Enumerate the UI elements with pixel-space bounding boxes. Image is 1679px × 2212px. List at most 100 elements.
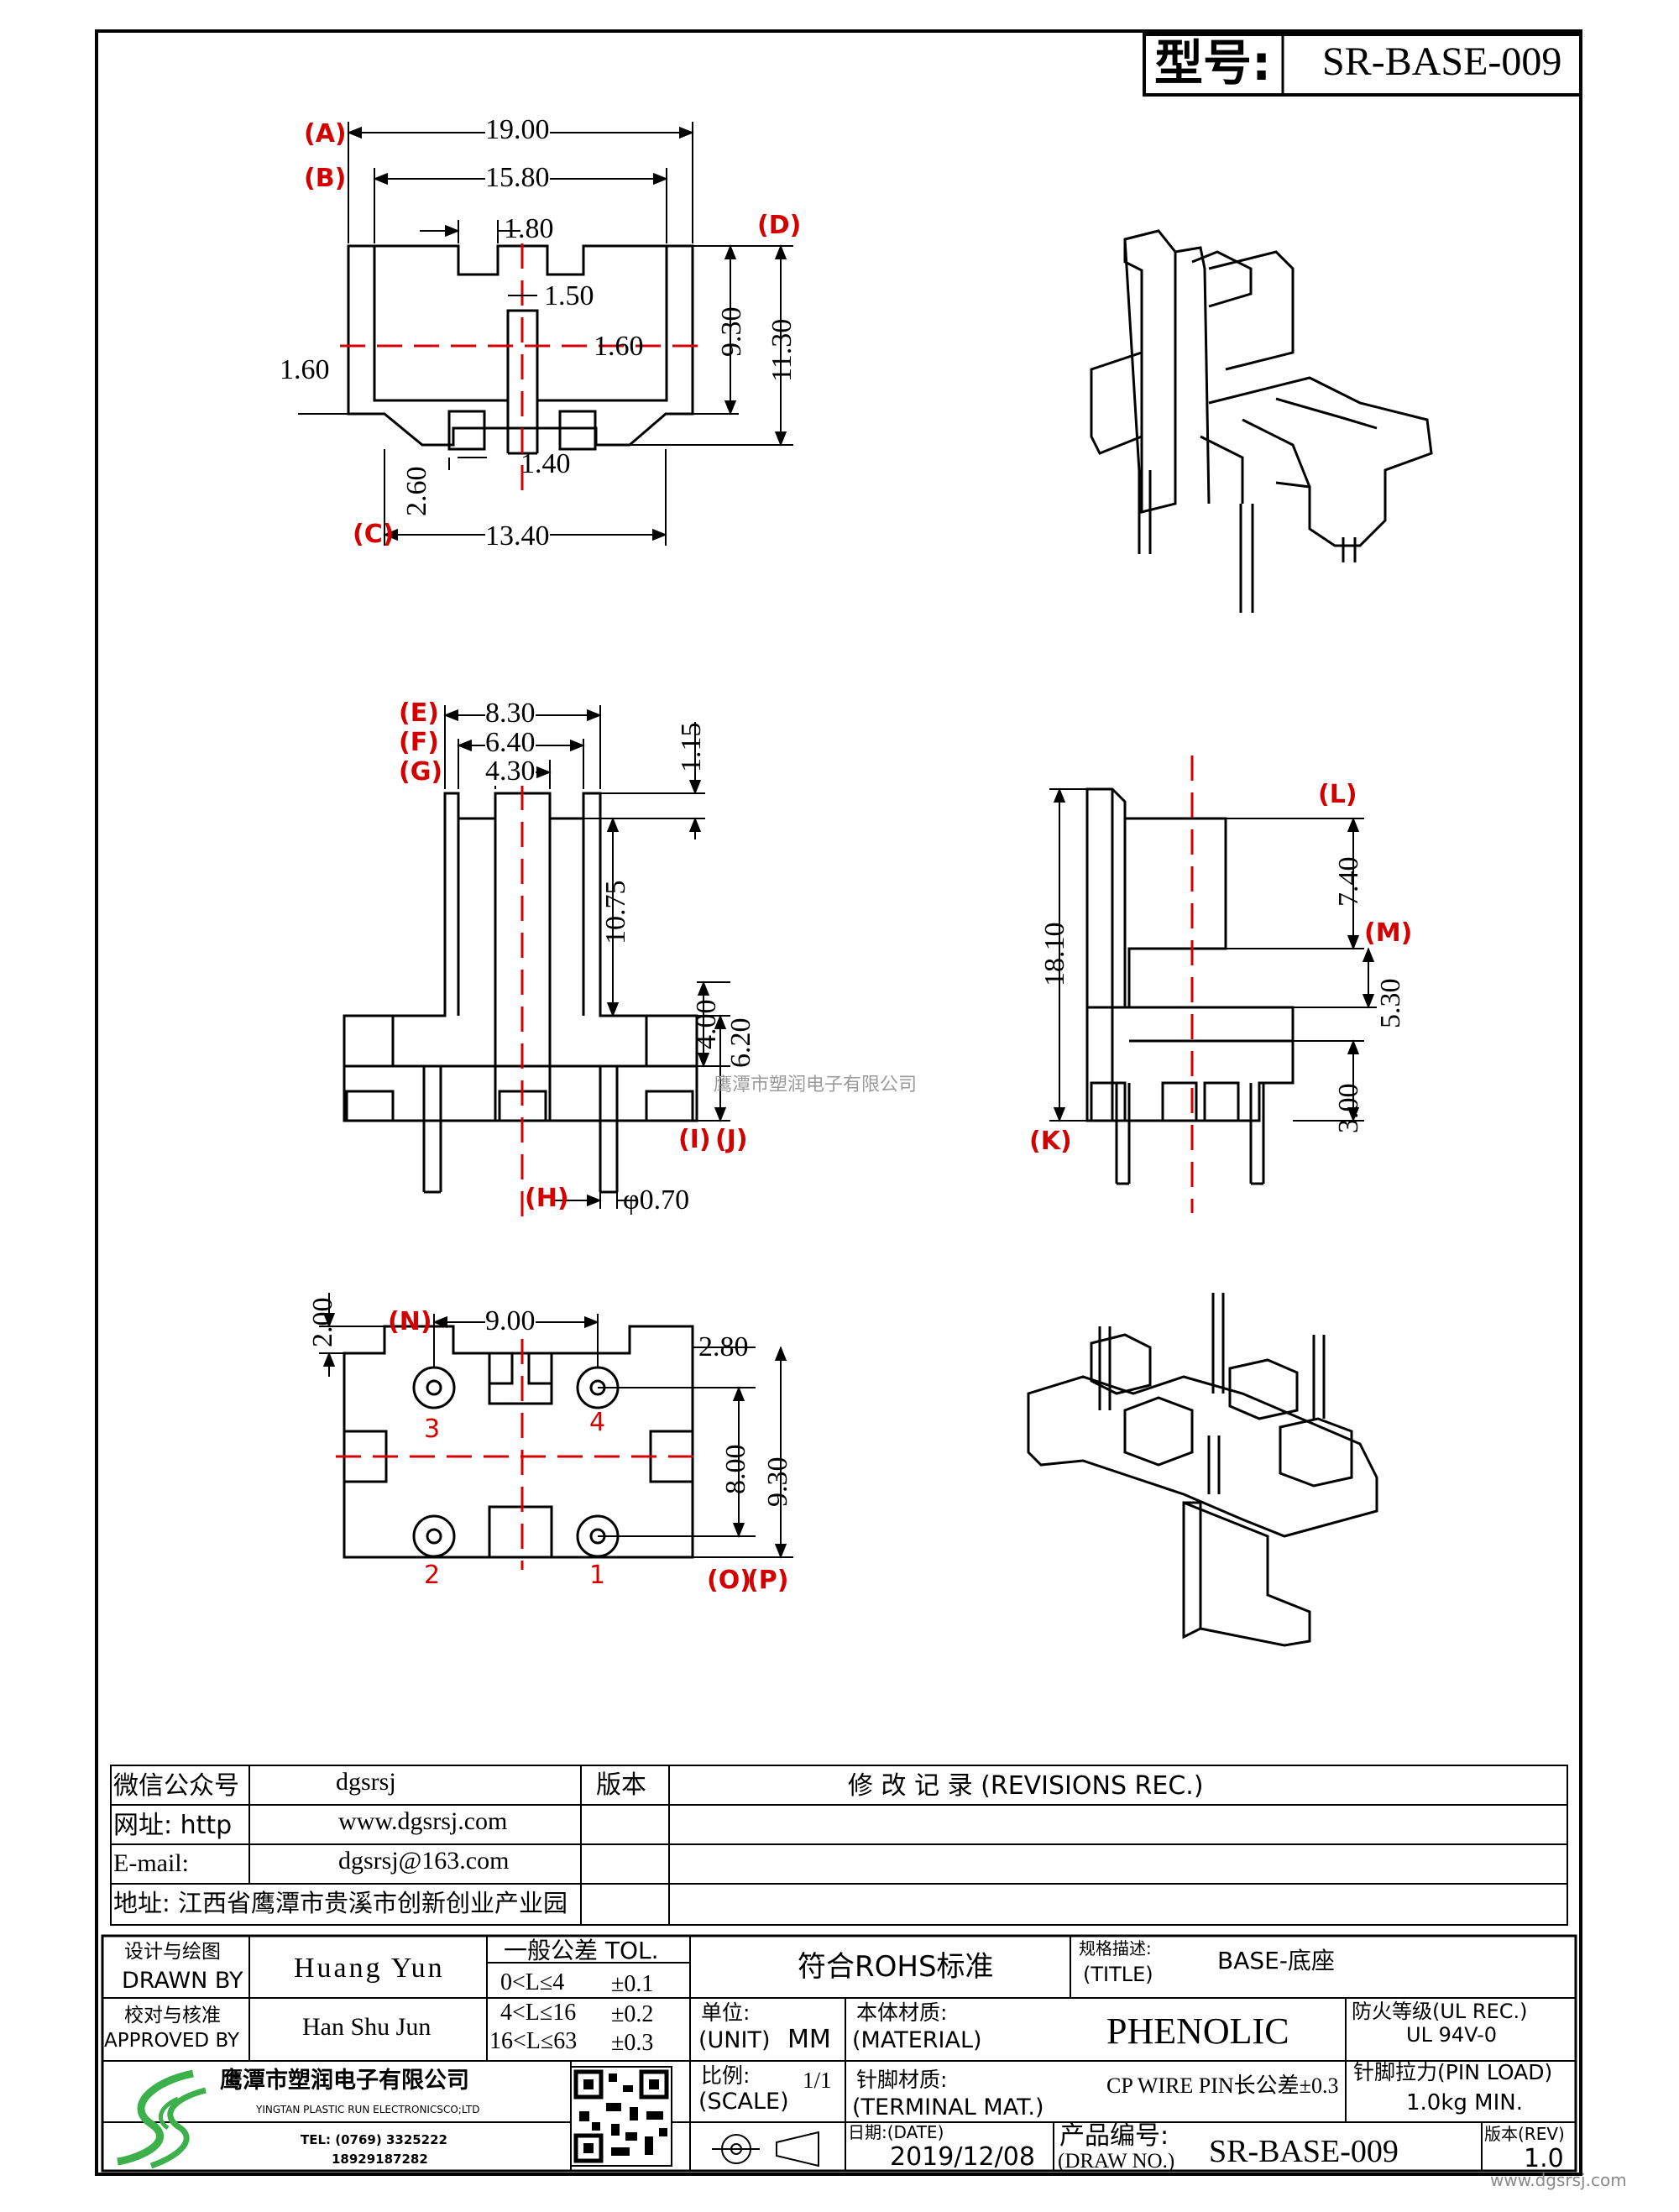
tol-value-2: ±0.2 bbox=[611, 2001, 654, 2027]
approved-by-name: Han Shu Jun bbox=[302, 2013, 432, 2041]
dim-15-80: 15.80 bbox=[485, 162, 550, 193]
approved-label-en: APPROVED BY bbox=[104, 2030, 240, 2052]
company-tel: TEL: (0769) 3325222 bbox=[301, 2132, 447, 2147]
drawn-label-cn: 设计与绘图 bbox=[124, 1941, 221, 1963]
tag-e: (E) bbox=[399, 698, 439, 728]
dim-1-60-left: 1.60 bbox=[280, 354, 330, 385]
side-view-dimensions bbox=[1049, 787, 1377, 1122]
wechat-value: dgsrsj bbox=[336, 1768, 396, 1796]
scale-label-en: (SCALE) bbox=[698, 2089, 789, 2115]
dim-2-00: 2.00 bbox=[307, 1297, 338, 1348]
watermark-text: 鹰潭市塑润电子有限公司 bbox=[714, 1075, 918, 1096]
dim-2-80: 2.80 bbox=[698, 1331, 749, 1362]
company-name-en: YINGTAN PLASTIC RUN ELECTRONICSCO;LTD bbox=[256, 2104, 480, 2115]
isometric-view-top bbox=[1090, 229, 1433, 613]
tag-m: (M) bbox=[1364, 918, 1413, 948]
tag-o: (O) bbox=[707, 1566, 751, 1595]
dim-4-30: 4.30 bbox=[485, 756, 536, 787]
tol-range-2: 4<L≤16 bbox=[500, 2000, 577, 2026]
tag-j: (J) bbox=[715, 1125, 748, 1154]
draw-no-label-en: (DRAW NO.) bbox=[1058, 2150, 1175, 2173]
pin-label-1: 1 bbox=[589, 1561, 606, 1590]
version-header: 版本 bbox=[596, 1770, 646, 1800]
tag-n: (N) bbox=[388, 1307, 432, 1336]
pin-label-4: 4 bbox=[589, 1408, 606, 1437]
tag-k: (K) bbox=[1029, 1127, 1072, 1156]
dim-1-40: 1.40 bbox=[520, 448, 571, 479]
pin-label-2: 2 bbox=[424, 1561, 441, 1590]
address-text: 地址: 江西省鹰潭市贵溪市创新创业产业园 bbox=[113, 1889, 568, 1917]
isometric-view-bottom bbox=[1027, 1293, 1378, 1647]
dim-13-40: 13.40 bbox=[485, 520, 550, 552]
dim-6-40: 6.40 bbox=[485, 727, 536, 758]
qr-code-icon bbox=[570, 2066, 672, 2167]
revision-value: 1.0 bbox=[1524, 2144, 1564, 2173]
dim-8-30: 8.30 bbox=[485, 698, 536, 729]
material-label-cn: 本体材质: bbox=[856, 2000, 948, 2025]
dim-8-00: 8.00 bbox=[720, 1444, 751, 1495]
unit-label-cn: 单位: bbox=[701, 2000, 751, 2025]
company-name-cn: 鹰潭市塑润电子有限公司 bbox=[220, 2068, 469, 2094]
terminal-label-en: (TERMINAL MAT.) bbox=[852, 2094, 1044, 2120]
web-label: 网址: http bbox=[113, 1811, 233, 1840]
scale-value: 1/1 bbox=[803, 2068, 832, 2093]
title-label-en: (TITLE) bbox=[1083, 1963, 1153, 1986]
site-watermark: www.dgsrsj.com bbox=[1490, 2170, 1627, 2190]
front-view-dimensions bbox=[443, 705, 730, 1209]
fire-rating-label: 防火等级(UL REC.) bbox=[1352, 2000, 1528, 2023]
email-value[interactable]: dgsrsj@163.com bbox=[338, 1847, 510, 1875]
tol-range-1: 0<L≤4 bbox=[500, 1969, 565, 1995]
top-view-dimensions bbox=[298, 122, 793, 546]
pin-label-3: 3 bbox=[424, 1415, 441, 1444]
tag-i: (I) bbox=[678, 1125, 711, 1154]
side-view bbox=[1085, 787, 1295, 1185]
dim-9-30-bottom: 9.30 bbox=[762, 1456, 793, 1508]
material-value: PHENOLIC bbox=[1106, 2011, 1289, 2052]
dim-1-60-right: 1.60 bbox=[594, 331, 644, 362]
unit-value: MM bbox=[787, 2025, 831, 2054]
wechat-label: 微信公众号 bbox=[113, 1771, 239, 1801]
draw-no-value: SR-BASE-009 bbox=[1209, 2134, 1399, 2169]
material-label-en: (MATERIAL) bbox=[852, 2027, 982, 2053]
bottom-view bbox=[343, 1325, 694, 1559]
info-table bbox=[110, 1765, 1568, 1926]
tag-f: (F) bbox=[399, 728, 439, 757]
dim-5-30: 5.30 bbox=[1375, 978, 1406, 1029]
model-label: 型号: bbox=[1154, 34, 1272, 92]
title-block bbox=[101, 1934, 1577, 2173]
dim-4-00: 4.00 bbox=[691, 999, 722, 1050]
dim-3-00: 3.00 bbox=[1333, 1083, 1364, 1134]
top-view-centerlines bbox=[340, 243, 701, 491]
tag-c: (C) bbox=[353, 520, 395, 549]
sheet-border bbox=[95, 29, 1582, 2176]
revision-label: 版本(REV) bbox=[1484, 2124, 1565, 2144]
tag-b: (B) bbox=[304, 164, 347, 193]
tag-h: (H) bbox=[525, 1184, 569, 1213]
model-box bbox=[1143, 33, 1582, 97]
terminal-value: CP WIRE PIN长公差±0.3 bbox=[1106, 2073, 1339, 2098]
dim-10-75: 10.75 bbox=[600, 880, 631, 945]
date-label: 日期:(DATE) bbox=[848, 2122, 944, 2142]
web-value[interactable]: www.dgsrsj.com bbox=[338, 1807, 508, 1835]
dim-19-00: 19.00 bbox=[485, 114, 550, 145]
tol-value-3: ±0.3 bbox=[611, 2030, 654, 2056]
pin-load-label: 针脚拉力(PIN LOAD) bbox=[1353, 2060, 1553, 2084]
drawn-label-en: DRAWN BY bbox=[122, 1968, 243, 1994]
drawn-by-name: Huang Yun bbox=[294, 1953, 445, 1984]
dim-2-60: 2.60 bbox=[401, 466, 432, 517]
company-logo-icon bbox=[117, 2069, 207, 2169]
model-number: SR-BASE-009 bbox=[1322, 39, 1562, 84]
dim-11-30: 11.30 bbox=[766, 318, 798, 382]
tol-value-1: ±0.1 bbox=[611, 1971, 654, 1997]
unit-label-en: (UNIT) bbox=[698, 2027, 771, 2053]
pin-load-value: 1.0kg MIN. bbox=[1406, 2090, 1523, 2115]
date-value: 2019/12/08 bbox=[890, 2142, 1035, 2172]
title-value: BASE-底座 bbox=[1217, 1947, 1335, 1974]
dim-1-50: 1.50 bbox=[544, 280, 594, 311]
rohs-compliance: 符合ROHS标准 bbox=[798, 1950, 994, 1984]
tag-g: (G) bbox=[399, 757, 443, 787]
title-label-cn: 规格描述: bbox=[1079, 1938, 1152, 1958]
projection-symbol-icon bbox=[712, 2131, 819, 2168]
